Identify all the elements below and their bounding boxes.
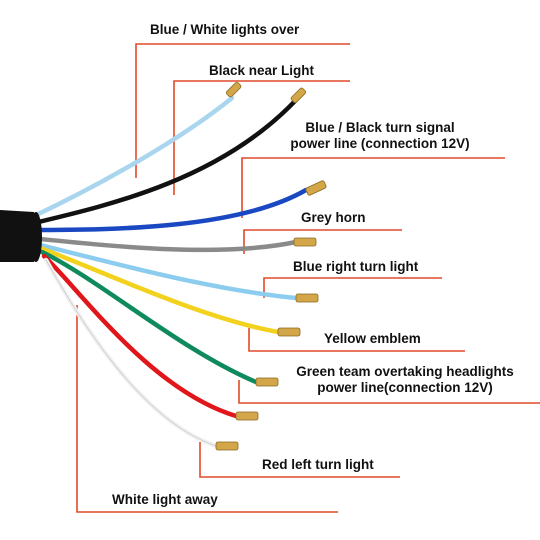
leader-grey	[243, 229, 402, 254]
terminal-white	[215, 441, 239, 451]
terminal-blue-black	[305, 180, 327, 196]
terminal-black	[290, 87, 307, 104]
label-red: Red left turn light	[262, 457, 374, 472]
terminal-yellow	[277, 327, 301, 337]
sheath-body	[0, 210, 39, 262]
wire-green	[39, 249, 259, 385]
terminal-red	[235, 411, 259, 421]
label-yellow: Yellow emblem	[324, 331, 421, 346]
label-blue-right: Blue right turn light	[293, 259, 419, 274]
label-green-line1: Green team overtaking headlights	[296, 364, 514, 379]
wire-white-outline	[45, 259, 217, 447]
wire-grey	[27, 235, 299, 253]
label-blue-white: Blue / White lights over	[150, 22, 300, 37]
label-blue-black: Blue / Black turn signal power line (con…	[280, 120, 480, 152]
wire-black	[27, 97, 299, 227]
wire-blue-black	[27, 187, 309, 233]
wire-light-blue	[33, 241, 299, 301]
wire-yellow	[37, 245, 281, 335]
terminal-light-blue	[295, 293, 319, 303]
wires	[27, 95, 309, 449]
wire-blue-white	[27, 95, 235, 221]
terminal-blue-white	[225, 81, 242, 98]
leader-blue-white	[135, 43, 350, 178]
label-white: White light away	[112, 492, 218, 507]
label-blue-black-line2: power line (connection 12V)	[290, 136, 470, 151]
label-grey: Grey horn	[301, 210, 366, 225]
label-green-line2: power line(connection 12V)	[317, 380, 493, 395]
cable-sheath	[0, 210, 42, 262]
label-green: Green team overtaking headlights power l…	[275, 364, 535, 396]
leader-red	[199, 442, 400, 478]
label-black: Black near Light	[209, 63, 315, 78]
terminal-green	[255, 377, 279, 387]
leader-lines	[76, 43, 540, 513]
label-blue-black-line1: Blue / Black turn signal	[305, 120, 455, 135]
leader-yellow	[248, 328, 465, 352]
wire-red	[41, 253, 239, 419]
leader-blue-black	[241, 157, 505, 218]
sheath-end	[30, 212, 42, 262]
leader-black	[173, 80, 350, 195]
leader-blue-right	[263, 277, 442, 298]
leader-green	[238, 380, 540, 404]
terminal-grey	[293, 237, 317, 247]
leader-white	[76, 305, 338, 513]
terminals	[215, 81, 327, 451]
